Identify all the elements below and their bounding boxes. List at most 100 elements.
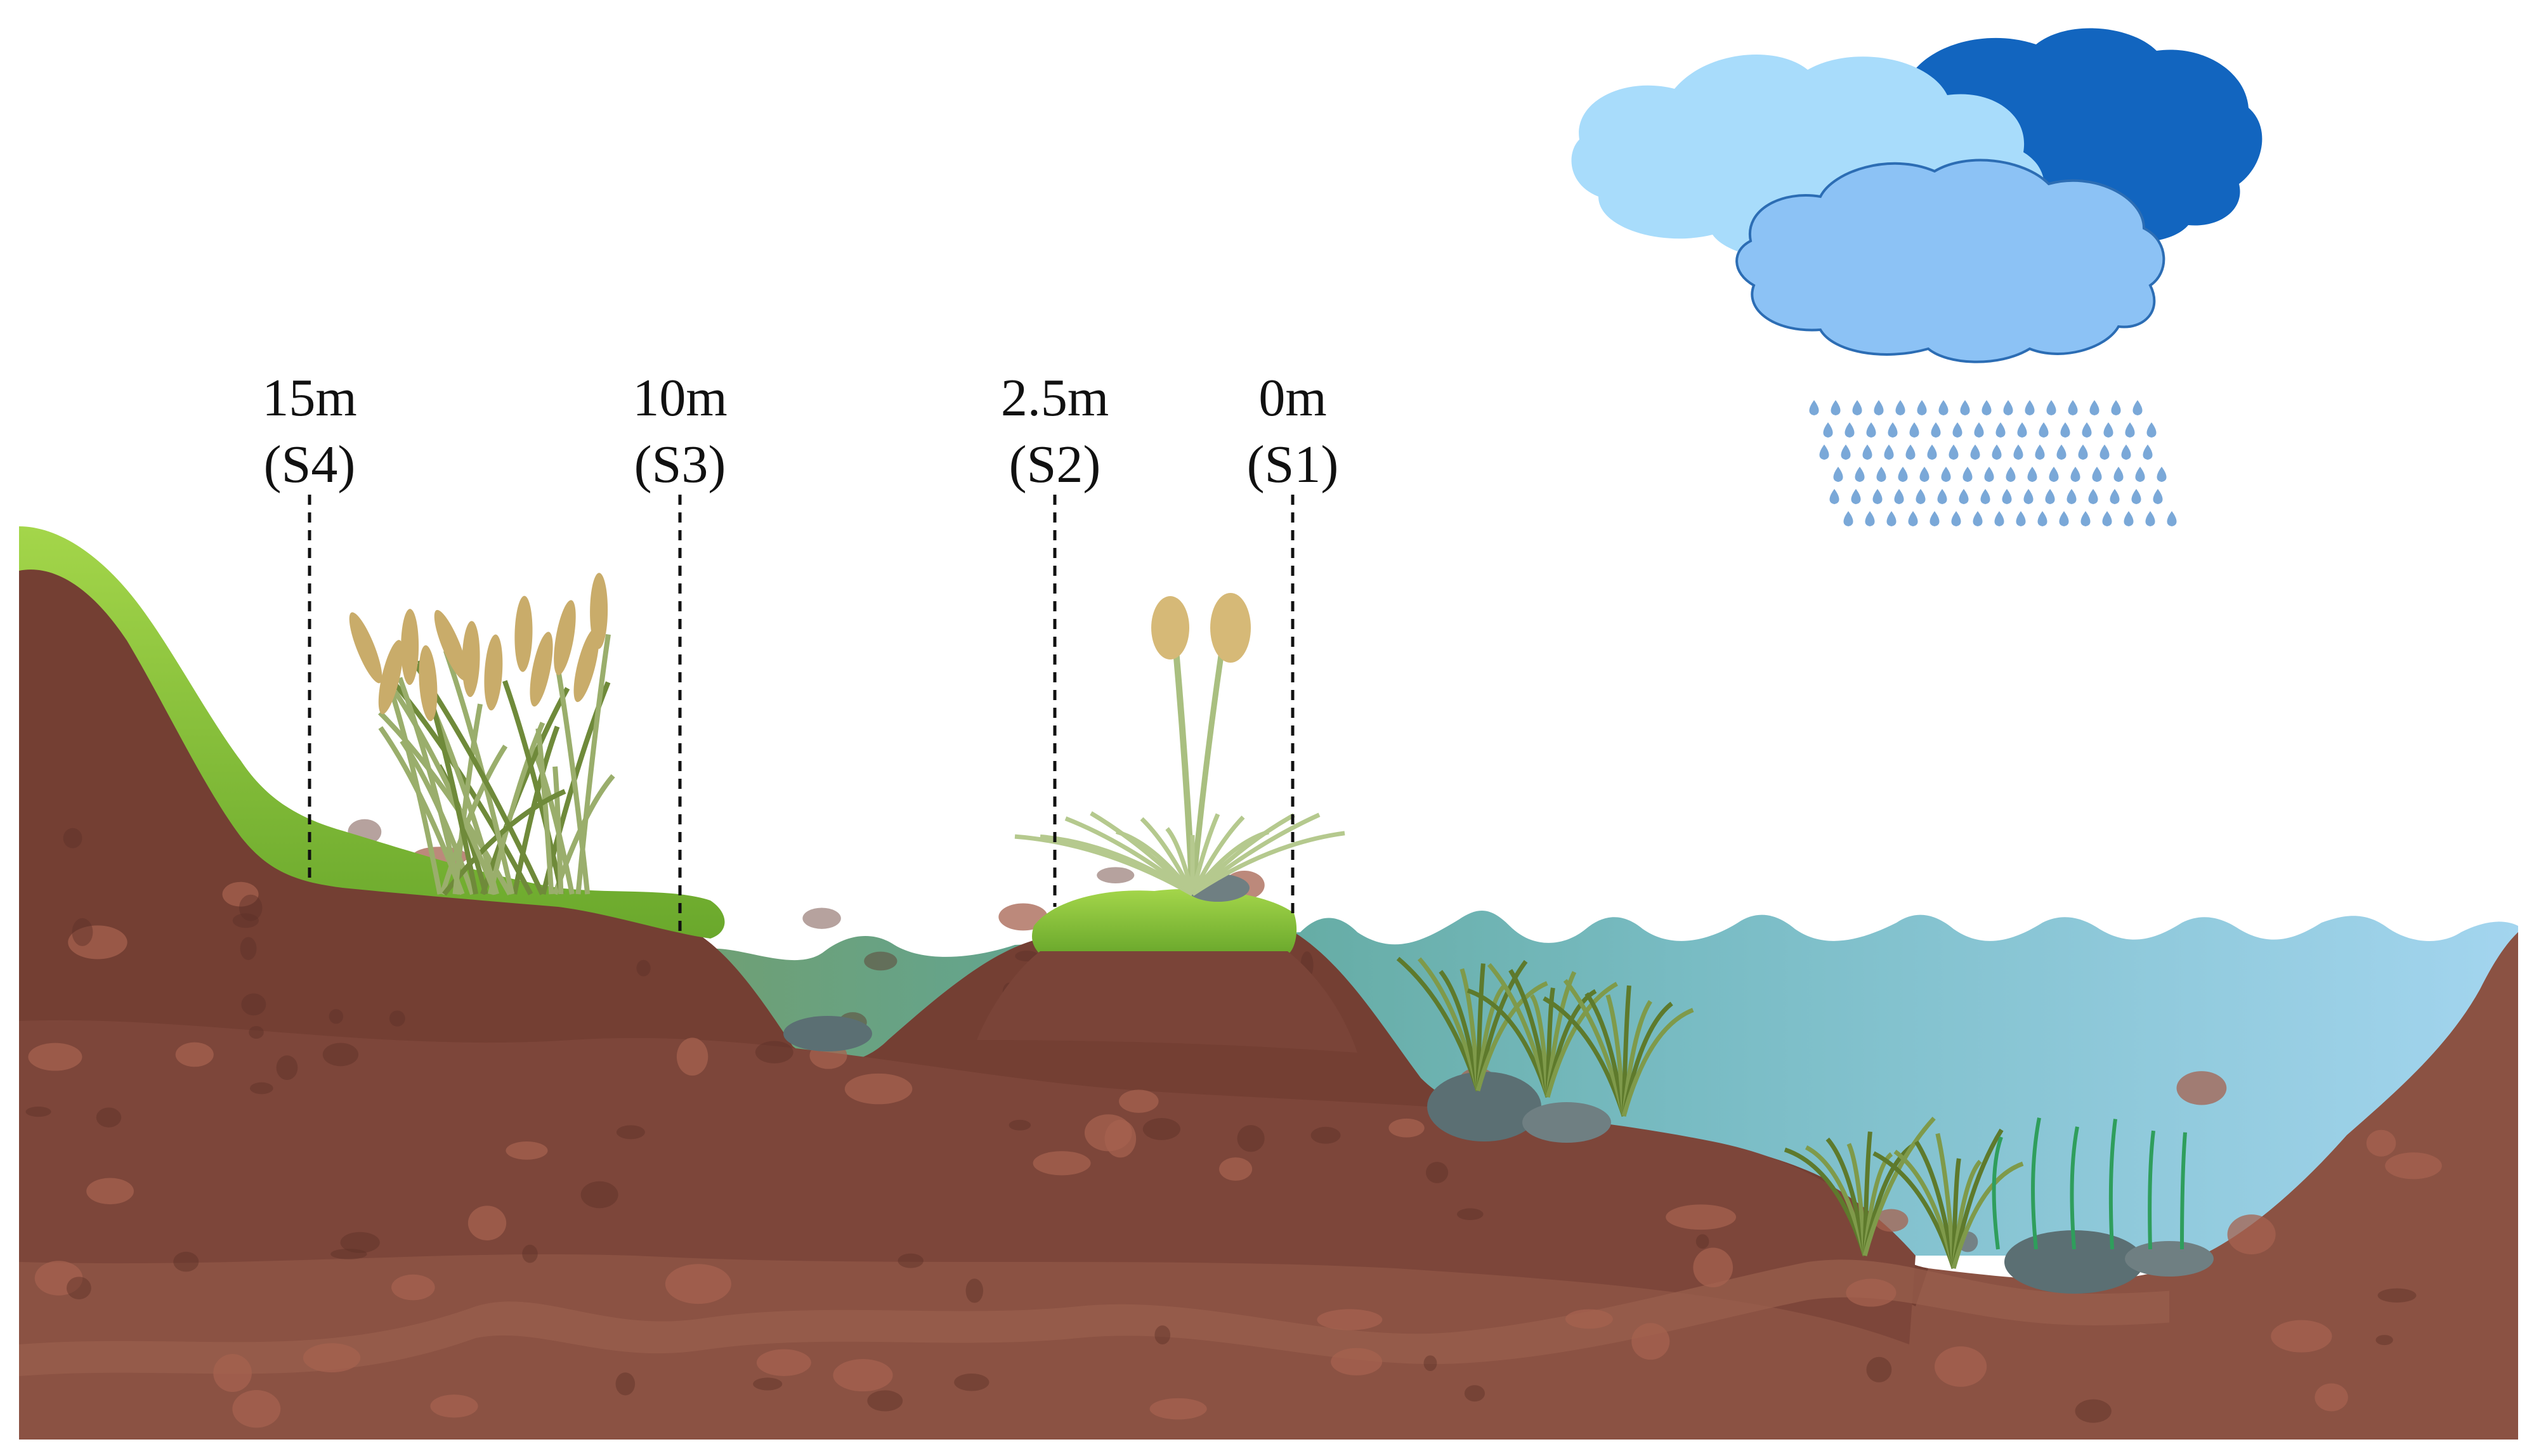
- grass-plume: [434, 609, 468, 681]
- soil-pebble: [34, 1261, 83, 1296]
- raindrop-icon: [2111, 400, 2121, 415]
- raindrop-icon: [2125, 422, 2135, 438]
- soil-dark-spot: [802, 907, 841, 929]
- raindrop-icon: [1851, 489, 1861, 504]
- soil-pebble: [86, 1178, 134, 1205]
- raindrop-icon: [2143, 445, 2153, 460]
- moss-hill: [19, 526, 725, 939]
- soil-dark-spot: [72, 918, 93, 946]
- soil-dark-spot: [330, 1249, 367, 1259]
- rock-icon: [783, 1016, 872, 1051]
- raindrop-icon: [1973, 511, 1983, 526]
- raindrop-icon: [2145, 511, 2155, 526]
- raindrop-icon: [1960, 400, 1970, 415]
- fern-frond: [2180, 1132, 2187, 1250]
- soil-dark-spot: [898, 1253, 924, 1268]
- raindrop-icon: [1886, 511, 1897, 526]
- soil-pebble: [998, 903, 1048, 931]
- raindrop-icon: [1982, 400, 1992, 415]
- raindrop-icon: [1995, 422, 2006, 438]
- site-code-label: (S4): [264, 435, 356, 494]
- reed-plume: [1151, 596, 1189, 660]
- rock-icon: [2125, 1241, 2214, 1277]
- reed-stem: [1189, 634, 1227, 895]
- raindrop-icon: [1865, 511, 1875, 526]
- raindrop-icon: [1831, 400, 1841, 415]
- raindrop-icon: [1930, 511, 1940, 526]
- rock-icon: [1427, 1072, 1541, 1141]
- reed-leaf: [1165, 827, 1195, 895]
- soil-pebble: [1693, 1247, 1734, 1287]
- raindrop-icon: [1841, 445, 1851, 460]
- raindrop-icon: [1962, 467, 1973, 482]
- soil-right-bank: [2169, 932, 2518, 1440]
- soil-dark-spot: [580, 1181, 618, 1209]
- grass-blade: [443, 649, 515, 895]
- raindrop-icon: [1819, 445, 1829, 460]
- soil-dark-spot: [1695, 1234, 1709, 1249]
- grass-plume: [462, 621, 480, 698]
- soil-dark-spot: [66, 1277, 91, 1299]
- soil-dark-spot: [340, 1232, 380, 1253]
- raindrop-icon: [1938, 400, 1949, 415]
- raindrop-icon: [2131, 489, 2141, 504]
- soil-dark-spot: [1456, 1208, 1484, 1220]
- raindrop-icon: [2068, 400, 2078, 415]
- soil-pebble: [665, 1264, 731, 1304]
- soil-dark-spot: [1426, 1162, 1449, 1183]
- tall-grass-clump: [349, 573, 615, 896]
- soil-dark-spot: [276, 1055, 298, 1081]
- grass-blade: [512, 725, 560, 895]
- cloud-front-icon: [1735, 159, 2165, 363]
- soil-pebble: [2271, 1320, 2332, 1353]
- soil-pebble: [1935, 1346, 1987, 1387]
- raindrop-icon: [1823, 422, 1833, 438]
- raindrop-icon: [2089, 400, 2099, 415]
- raindrop-icon: [1876, 467, 1886, 482]
- site-marker-s4: 15m (S4): [262, 368, 357, 885]
- raindrop-icon: [1959, 489, 1969, 504]
- soil-pebble: [68, 925, 127, 959]
- soil-pebble: [1631, 1323, 1670, 1360]
- raindrop-icon: [1992, 445, 2002, 460]
- raindrop-icon: [2132, 400, 2143, 415]
- site-code-label: (S1): [1247, 435, 1339, 494]
- raindrop-icon: [1843, 511, 1853, 526]
- raindrop-icon: [2006, 467, 2016, 482]
- raindrop-icon: [1833, 467, 1843, 482]
- soil-dark-spot: [2075, 1399, 2112, 1423]
- raindrop-icon: [1872, 489, 1883, 504]
- soil-dark-spots: [25, 819, 2417, 1423]
- raindrop-icon: [1888, 422, 1898, 438]
- raindrop-icon: [2088, 489, 2098, 504]
- site-marker-s2: 2.5m (S2): [1001, 368, 1109, 907]
- raindrop-icon: [2039, 422, 2049, 438]
- grass-blade: [393, 689, 498, 895]
- raindrop-icon: [2092, 467, 2102, 482]
- raindrop-icon: [1927, 445, 1937, 460]
- soil-dark-spot: [965, 1278, 984, 1303]
- aquatic-grass-blade: [1862, 1116, 1936, 1256]
- soil-dark-spot: [173, 1251, 199, 1272]
- grass-blade: [452, 703, 483, 895]
- raindrop-icon: [2056, 445, 2067, 460]
- raindrop-icon: [1809, 400, 1819, 415]
- soil-pebble: [1084, 1114, 1132, 1152]
- raindrop-icon: [2113, 467, 2124, 482]
- soil-dark-spot: [1009, 1119, 1031, 1131]
- soil-dark-spot: [1154, 1325, 1171, 1345]
- soil-dark-spot: [1142, 1118, 1180, 1140]
- raindrop-icon: [1951, 511, 1961, 526]
- raindrop-icon: [2013, 445, 2023, 460]
- aquatic-grass-blade: [1621, 1008, 1694, 1117]
- grass-plume: [554, 600, 576, 675]
- rock-icon: [1522, 1102, 1611, 1143]
- soil-pebble: [1331, 1348, 1383, 1375]
- site-distance-label: 15m: [262, 368, 356, 427]
- raindrop-icon: [2078, 445, 2088, 460]
- raindrop-icon: [2157, 467, 2167, 482]
- fern-frond: [2070, 1126, 2079, 1250]
- soil-dark-spot: [63, 828, 82, 848]
- raindrop-icon: [1884, 445, 1894, 460]
